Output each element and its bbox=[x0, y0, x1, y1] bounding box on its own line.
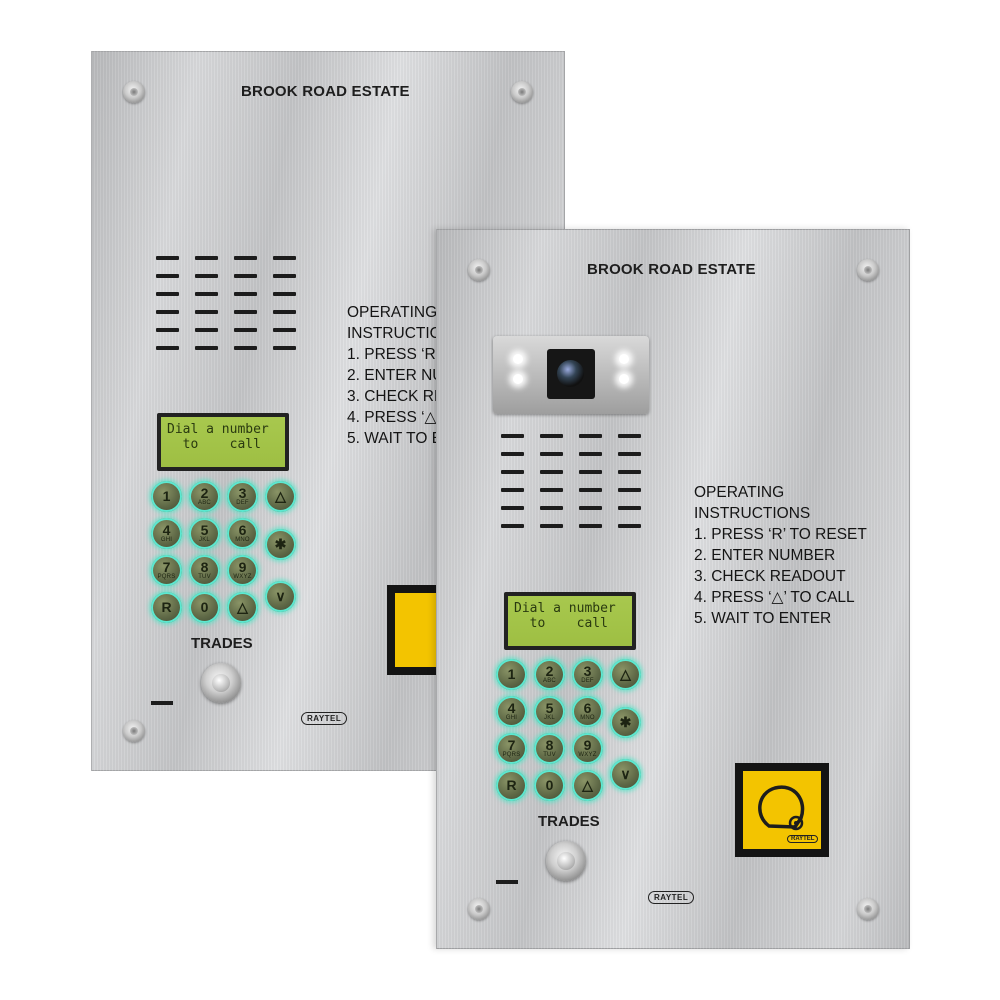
keypad-key[interactable]: △ bbox=[227, 592, 258, 623]
keypad-key[interactable]: ✱ bbox=[610, 707, 641, 738]
estate-name: BROOK ROAD ESTATE bbox=[241, 83, 410, 100]
lcd-line-1: Dial a number bbox=[167, 422, 269, 437]
led-icon bbox=[619, 354, 629, 364]
microphone-icon bbox=[496, 880, 518, 884]
keypad-key[interactable]: 0 bbox=[534, 770, 565, 801]
keypad-key[interactable]: △ bbox=[572, 770, 603, 801]
keypad-key[interactable]: R bbox=[151, 592, 182, 623]
led-icon bbox=[619, 374, 629, 384]
keypad-key[interactable]: R bbox=[496, 770, 527, 801]
keypad-key[interactable]: △ bbox=[610, 659, 641, 690]
keypad-key[interactable]: 0 bbox=[189, 592, 220, 623]
brand-logo: RAYTEL bbox=[648, 891, 695, 904]
trades-label: TRADES bbox=[538, 813, 600, 830]
microphone-icon bbox=[151, 701, 173, 705]
screw-icon bbox=[468, 259, 490, 281]
camera-module bbox=[493, 336, 649, 414]
screw-icon bbox=[468, 898, 490, 920]
screw-icon bbox=[123, 81, 145, 103]
screw-icon bbox=[511, 81, 533, 103]
keypad-key[interactable]: ∨ bbox=[610, 759, 641, 790]
lcd-line-2: to call bbox=[167, 437, 261, 452]
lcd-display: Dial a number to call bbox=[504, 592, 636, 650]
estate-name: BROOK ROAD ESTATE bbox=[587, 261, 756, 278]
proximity-reader[interactable]: RAYTEL bbox=[735, 763, 829, 857]
operating-instructions: OPERATING INSTRUCTIONS 1. PRESS ‘R’ TO R… bbox=[694, 484, 867, 627]
proximity-tag-icon bbox=[758, 785, 805, 831]
intercom-panel-front: BROOK ROAD ESTATE OPERATING INSTRUCTIONS… bbox=[436, 229, 910, 949]
screw-icon bbox=[857, 898, 879, 920]
screw-icon bbox=[857, 259, 879, 281]
reader-brand-logo: RAYTEL bbox=[787, 835, 819, 843]
lcd-display: Dial a number to call bbox=[157, 413, 289, 471]
led-icon bbox=[513, 374, 523, 384]
trades-button[interactable] bbox=[201, 663, 241, 703]
keypad-key[interactable]: △ bbox=[265, 481, 296, 512]
lcd-line-2: to call bbox=[514, 616, 608, 631]
keypad-key[interactable]: ∨ bbox=[265, 581, 296, 612]
lcd-line-1: Dial a number bbox=[514, 601, 616, 616]
trades-label: TRADES bbox=[191, 635, 253, 652]
trades-button[interactable] bbox=[546, 841, 586, 881]
brand-logo: RAYTEL bbox=[301, 712, 348, 725]
keypad-key[interactable]: 1 bbox=[496, 659, 527, 690]
screw-icon bbox=[123, 720, 145, 742]
keypad-key[interactable]: ✱ bbox=[265, 529, 296, 560]
camera-lens-icon bbox=[547, 349, 595, 399]
led-icon bbox=[513, 354, 523, 364]
keypad-key[interactable]: 1 bbox=[151, 481, 182, 512]
